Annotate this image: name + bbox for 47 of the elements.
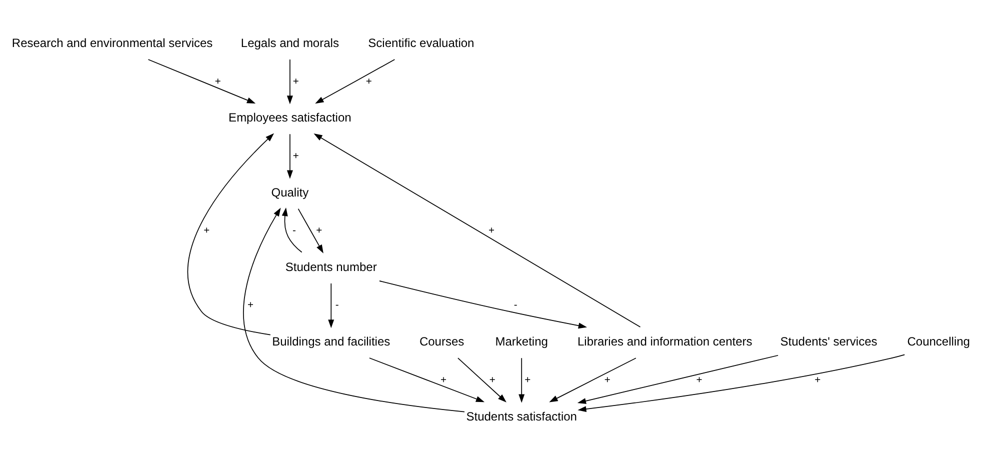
node-text: Libraries and information centers (578, 334, 752, 348)
edge-label: - (292, 225, 296, 236)
edge-label: + (204, 225, 210, 236)
arrow (243, 207, 465, 412)
node-text: Marketing (495, 334, 548, 348)
node-text: Buildings and facilities (272, 334, 390, 348)
node-text: Legals and morals (240, 36, 339, 50)
arrow (328, 282, 334, 328)
edge-label: + (292, 150, 299, 162)
arrow (518, 357, 525, 402)
arrow (315, 58, 396, 104)
edge-label: + (489, 374, 496, 386)
edge-label: + (524, 374, 531, 386)
edge-label: + (247, 300, 254, 311)
edge-label: + (366, 76, 372, 87)
edge-label: - (335, 300, 339, 311)
arrow (282, 206, 302, 252)
arrow (314, 132, 641, 327)
node-text: Quality (271, 184, 309, 199)
arrow (286, 133, 293, 178)
node-text: Students satisfaction (466, 408, 577, 423)
arrow (188, 132, 274, 335)
node-text: Councelling (907, 334, 970, 348)
node-text: Research and environmental services (12, 36, 213, 50)
edge-label: + (214, 76, 221, 87)
edge-label: + (488, 225, 495, 236)
edge-label: + (440, 374, 447, 386)
arrow (379, 280, 588, 328)
arrow (148, 58, 256, 104)
arrow (458, 357, 506, 402)
arrow (369, 357, 485, 402)
edge-label: - (514, 300, 518, 311)
edge-label: + (292, 76, 299, 87)
node-text: Employees satisfaction (228, 110, 352, 124)
arrow (298, 208, 324, 253)
edge-label: + (604, 374, 610, 386)
node-text: Students' services (780, 334, 878, 348)
arrow (286, 58, 293, 104)
edge-label: + (814, 374, 821, 386)
node-text: Students number (285, 260, 377, 274)
node-text: Courses (419, 334, 464, 348)
edge-label: + (316, 225, 322, 236)
arrow (578, 354, 906, 412)
arrow (549, 357, 636, 402)
arrow (577, 354, 778, 404)
edge-label: + (696, 374, 702, 386)
node-text: Scientific evaluation (368, 36, 474, 50)
